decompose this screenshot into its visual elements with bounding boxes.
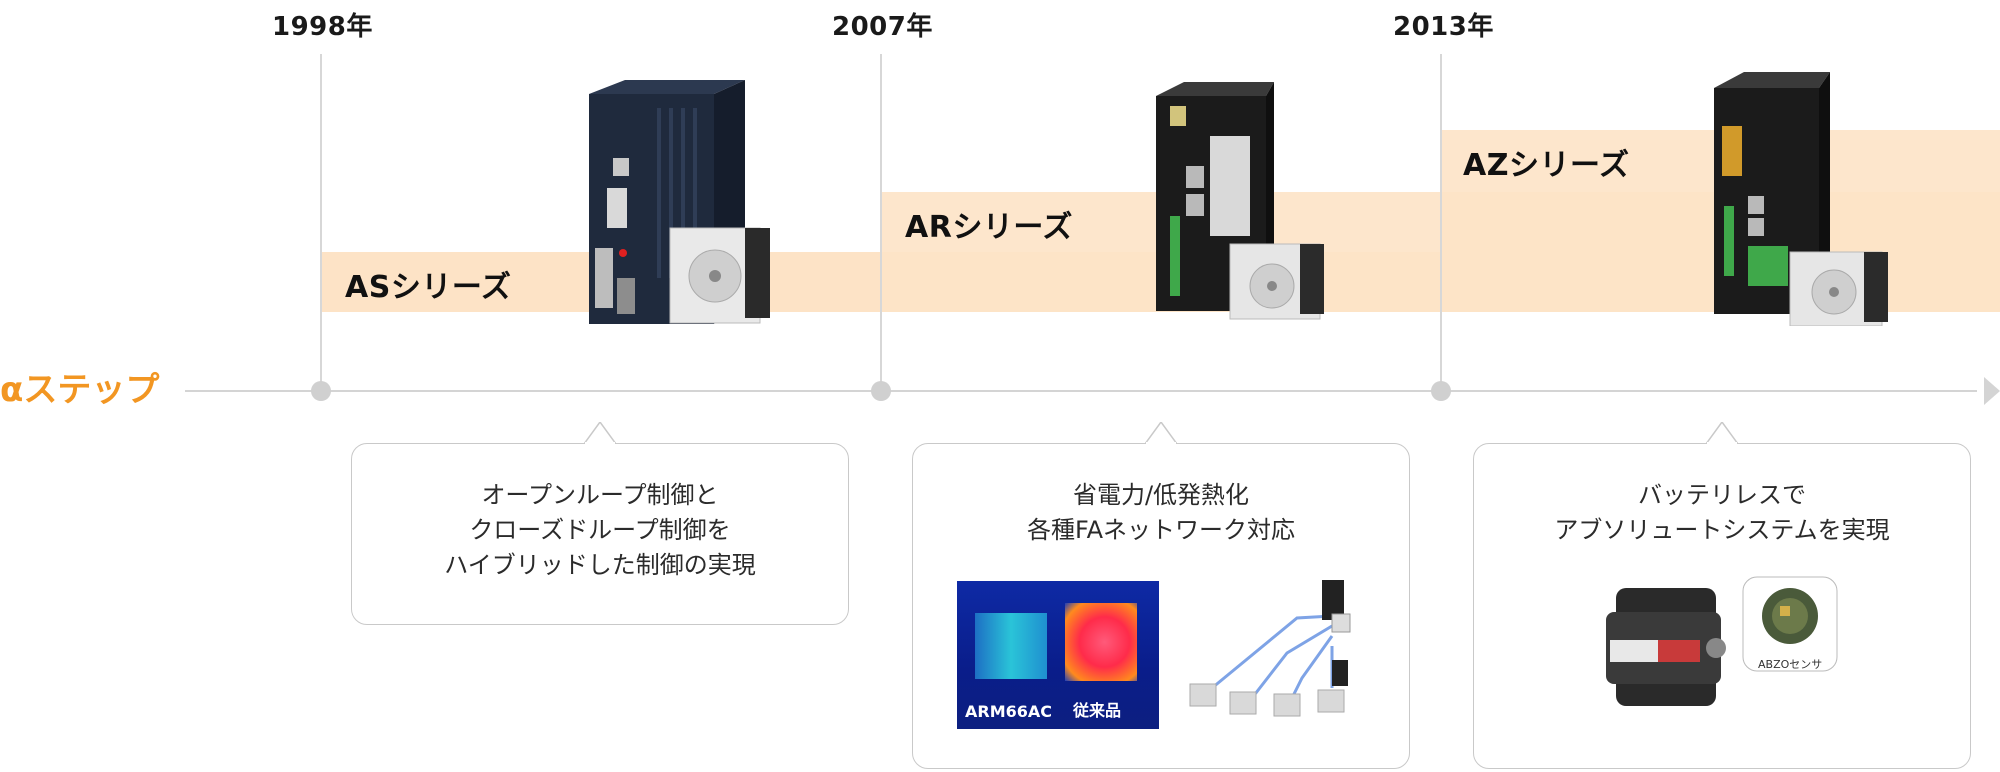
ar-series-product-image bbox=[1156, 82, 1324, 320]
callout-pointer-icon bbox=[584, 422, 616, 444]
as-feature-line-2: クローズドループ制御を bbox=[469, 516, 731, 544]
network-diagram-image bbox=[1189, 580, 1351, 717]
ar-feature-line-1: 省電力/低発熱化 bbox=[1072, 481, 1250, 509]
callout-pointer-icon bbox=[1145, 422, 1177, 444]
as-feature-line-1: オープンループ制御と bbox=[481, 481, 719, 509]
year-line-2007 bbox=[880, 54, 882, 390]
thermal-arm-block bbox=[975, 613, 1047, 679]
alpha-step-label: αステップ bbox=[0, 370, 160, 410]
az-feature-line-2: アブソリュートシステムを実現 bbox=[1554, 516, 1890, 544]
year-label-2013: 2013年 bbox=[1393, 12, 1494, 42]
ar-series-label: ARシリーズ bbox=[905, 210, 1073, 245]
thermal-label-conventional: 従来品 bbox=[1073, 701, 1122, 720]
abzo-sensor-label: ABZOセンサ bbox=[1758, 658, 1823, 671]
as-series-label: ASシリーズ bbox=[345, 270, 512, 305]
as-feature-line-3: ハイブリッドした制御の実現 bbox=[444, 551, 756, 579]
year-label-1998: 1998年 bbox=[272, 12, 373, 42]
timeline-dot-2007 bbox=[871, 381, 891, 401]
az-feature-callout: バッテリレスで アブソリュートシステムを実現 bbox=[1473, 422, 1971, 769]
az-feature-line-1: バッテリレスで bbox=[1638, 481, 1806, 509]
callout-pointer-icon bbox=[1706, 422, 1738, 444]
as-feature-callout: オープンループ制御と クローズドループ制御を ハイブリッドした制御の実現 bbox=[351, 422, 849, 625]
thermal-comparison-image: ARM66AC 従来品 bbox=[957, 581, 1159, 729]
year-line-2013 bbox=[1440, 54, 1442, 390]
thermal-conventional-block bbox=[1065, 603, 1137, 681]
timeline-dot-1998 bbox=[311, 381, 331, 401]
as-series-product-image bbox=[589, 80, 770, 324]
az-series-label: AZシリーズ bbox=[1463, 148, 1630, 183]
timeline-dot-2013 bbox=[1431, 381, 1451, 401]
az-series-product-image bbox=[1714, 72, 1888, 326]
timeline-arrow-icon bbox=[1984, 377, 2000, 405]
az-motor-image bbox=[1606, 588, 1726, 706]
year-line-1998 bbox=[320, 54, 322, 390]
year-label-2007: 2007年 bbox=[832, 12, 933, 42]
abzo-sensor-image bbox=[1742, 576, 1838, 672]
timeline-axis bbox=[185, 390, 1977, 392]
thermal-label-arm66ac: ARM66AC bbox=[965, 702, 1053, 721]
ar-feature-line-2: 各種FAネットワーク対応 bbox=[1026, 516, 1296, 544]
